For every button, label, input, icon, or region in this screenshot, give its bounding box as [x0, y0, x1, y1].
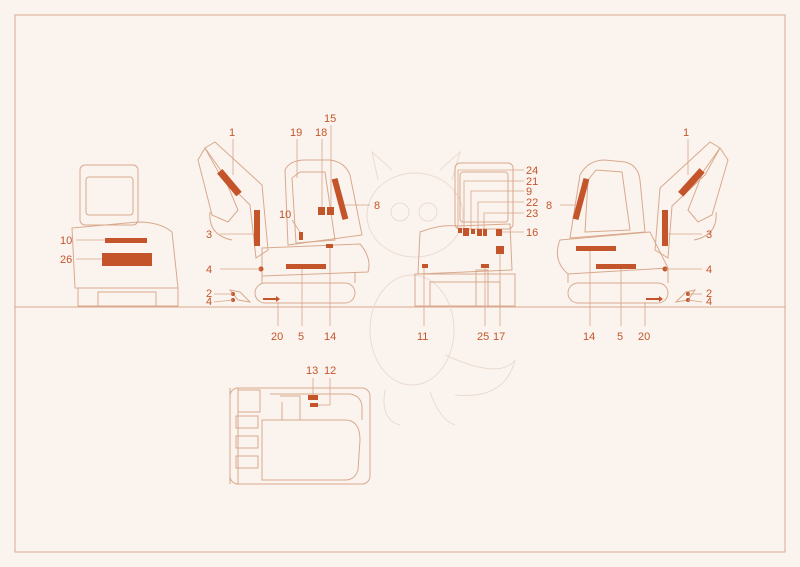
rear-view: 10 26: [60, 164, 179, 307]
label-left-5: 5: [298, 331, 304, 343]
label-right-20: 20: [638, 331, 650, 343]
decal-3-right: [662, 210, 668, 246]
decal-22-front: [477, 229, 482, 236]
label-left-20: 20: [271, 331, 283, 343]
decal-10-rear: [105, 238, 147, 243]
decal-18-left: [318, 207, 325, 215]
label-left-15: 15: [324, 113, 336, 125]
decal-11-front: [422, 264, 428, 268]
decal-25-front: [481, 264, 489, 268]
label-front-16: 16: [526, 227, 538, 239]
top-view: 13 12: [229, 365, 371, 485]
label-right-4a: 4: [706, 264, 712, 276]
label-left-14: 14: [324, 331, 336, 343]
label-left-18: 18: [315, 127, 327, 139]
decal-12-top: [310, 403, 318, 407]
label-front-11: 11: [417, 331, 428, 343]
decal-10-left: [299, 232, 303, 240]
label-left-4b: 4: [206, 296, 212, 308]
label-top-13: 13: [306, 365, 318, 377]
decal-1-left: [217, 168, 242, 197]
decal-21-front: [463, 228, 469, 236]
right-side-view: 1 8 3 4 2 4 14 5 20: [546, 127, 729, 343]
label-right-2: 2: [706, 288, 712, 300]
label-front-25: 25: [477, 331, 489, 343]
watermark-mascot: [366, 150, 516, 426]
label-front-22: 22: [526, 197, 538, 209]
front-view: 24 21 9 22 23 16 11 25 17: [414, 162, 538, 343]
label-right-3: 3: [706, 229, 712, 241]
decal-5-right: [596, 264, 636, 269]
decal-8-right: [572, 177, 590, 221]
label-rear-10: 10: [60, 235, 72, 247]
label-right-14: 14: [583, 331, 595, 343]
decal-13-top: [308, 395, 318, 400]
label-right-4b: 4: [706, 296, 712, 308]
label-left-3: 3: [206, 229, 212, 241]
label-left-2: 2: [206, 288, 212, 300]
label-right-1: 1: [683, 127, 689, 139]
decal-23-front: [483, 229, 487, 236]
decal-17-front: [496, 246, 504, 254]
decal-5-left: [286, 264, 326, 269]
decal-24-front: [458, 228, 462, 233]
label-left-19: 19: [290, 127, 302, 139]
decal-15-left: [327, 207, 334, 215]
label-right-5: 5: [617, 331, 623, 343]
label-left-8: 8: [374, 200, 380, 212]
label-top-12: 12: [324, 365, 336, 377]
label-left-4a: 4: [206, 264, 212, 276]
decal-8-left: [331, 177, 349, 221]
decal-14-left: [326, 244, 333, 248]
decal-1-right: [678, 168, 705, 197]
decal-26-rear: [102, 253, 152, 266]
label-front-17: 17: [493, 331, 505, 343]
decal-3-left: [254, 210, 260, 246]
decal-20-right-arrow: [646, 296, 663, 302]
decal-16-front: [496, 229, 502, 236]
label-front-23: 23: [526, 208, 538, 220]
left-side-view: 1 19 18 15 8 10 3 4 2 4 20 5 14: [197, 113, 380, 343]
label-front-9: 9: [526, 186, 532, 198]
label-rear-26: 26: [60, 254, 72, 266]
decal-14-right: [576, 246, 616, 251]
label-front-21: 21: [526, 176, 538, 188]
label-left-1: 1: [229, 127, 235, 139]
page-frame: [14, 14, 786, 553]
decal-20-left-arrow: [263, 296, 280, 302]
label-left-10: 10: [279, 209, 291, 221]
label-right-8: 8: [546, 200, 552, 212]
decal-9-front: [471, 229, 475, 234]
label-front-24: 24: [526, 165, 538, 177]
